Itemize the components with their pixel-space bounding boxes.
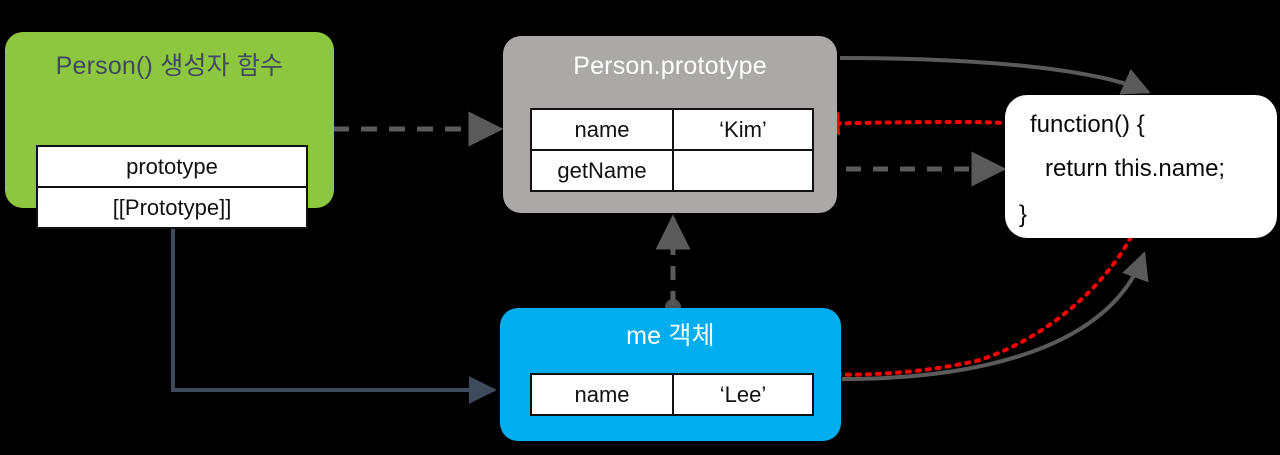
constructor-node-title: Person() 생성자 함수 [55,52,284,80]
table-row: name ‘Lee’ [530,373,814,416]
link-constructor-to-instance [171,208,497,404]
link-prototype-object-to-function-top [839,56,1151,95]
link-instance-to-function-bottom [841,251,1149,381]
prototype-value-name: ‘Kim’ [672,108,814,151]
function-code-line-1: function() { [1030,111,1145,138]
function-code-line-2: return this.name; [1045,155,1226,182]
constructor-function-node: Person() 생성자 함수 prototype [[Prototype]] [5,32,334,229]
table-row: [[Prototype]] [36,186,308,229]
prototype-value-getname [672,149,814,192]
constructor-row-prototype: prototype [36,145,308,188]
prototype-key-name: name [530,108,674,151]
instance-object-node: me 객체 name ‘Lee’ [500,308,841,441]
instance-node-title: me 객체 [626,322,715,350]
prototype-key-getname: getName [530,149,674,192]
prototype-node-title: Person.prototype [573,52,767,80]
prototype-object-node: Person.prototype name ‘Kim’ getName [503,36,837,213]
instance-property-table: name ‘Lee’ [530,373,814,416]
function-code-line-3: } [1019,201,1028,228]
instance-value-name: ‘Lee’ [672,373,814,416]
table-row: name ‘Kim’ [530,108,814,151]
constructor-row-internal-prototype: [[Prototype]] [36,186,308,229]
instance-key-name: name [530,373,674,416]
function-object-node: function() { return this.name; } [1005,95,1277,238]
prototype-property-table: name ‘Kim’ getName [530,108,814,192]
table-row: prototype [36,145,308,188]
constructor-property-table: prototype [[Prototype]] [36,145,308,229]
table-row: getName [530,149,814,192]
